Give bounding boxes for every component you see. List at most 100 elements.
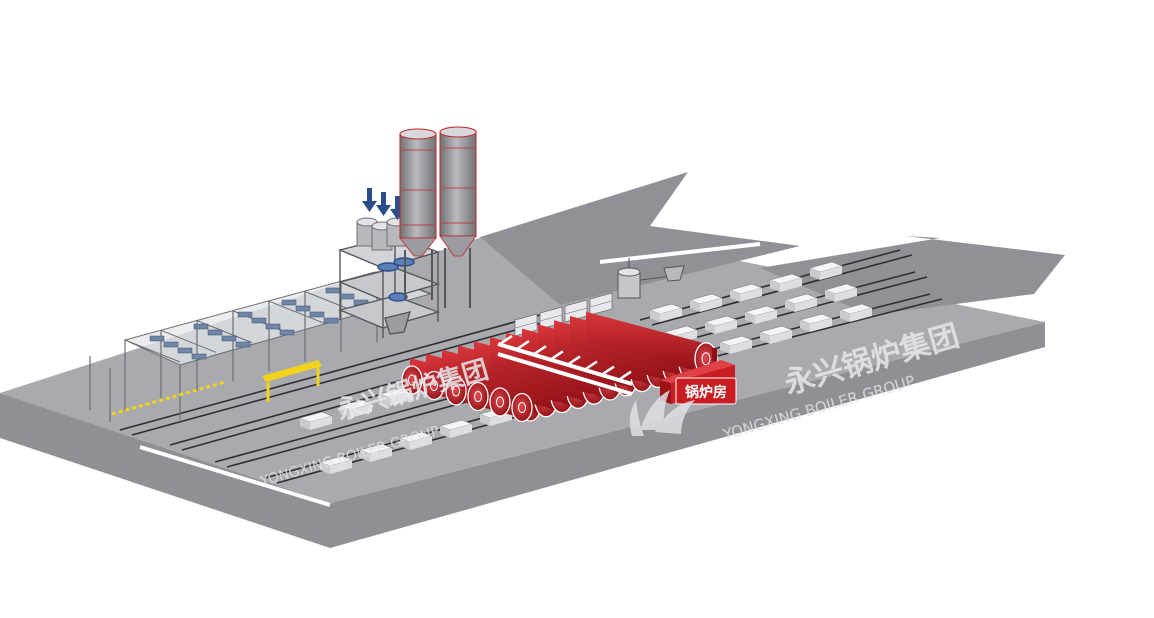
batching-tower (337, 235, 441, 338)
autoclave-body (586, 311, 706, 374)
rail (131, 319, 553, 436)
mold (339, 293, 355, 300)
mold (323, 317, 339, 324)
door-ring (452, 385, 460, 397)
block-cart (759, 325, 793, 344)
cart-front (370, 448, 392, 462)
cart-front (390, 392, 412, 406)
autoclave-door-ring (701, 352, 711, 366)
mold (149, 335, 165, 342)
transfer-rung (618, 370, 632, 381)
cart-side (650, 310, 660, 322)
autoclave-front-door (423, 370, 445, 401)
mold (265, 323, 281, 330)
cart-side (320, 462, 330, 474)
cart-side (800, 320, 810, 332)
cart-side (480, 414, 490, 426)
cart-side (380, 394, 390, 406)
floor-front-face-right (330, 322, 1045, 548)
cement-silos (399, 126, 477, 308)
mold (279, 329, 295, 336)
gantry-crane (262, 360, 322, 402)
cart-side (720, 342, 730, 354)
guide-line (111, 380, 226, 416)
cart-front (850, 308, 872, 322)
door-shell (401, 365, 423, 395)
mold (295, 305, 311, 312)
mold (193, 323, 209, 330)
door-ring (518, 402, 526, 413)
transfer-frame (497, 334, 633, 396)
canopy-rib (124, 339, 181, 363)
cart-side (340, 406, 350, 418)
cart-front (490, 412, 512, 426)
block-cart (359, 443, 393, 462)
canopy-rib (268, 300, 325, 324)
cart-side (745, 312, 755, 324)
crane-beam (262, 360, 322, 382)
transfer-rung (499, 334, 513, 346)
mold (163, 341, 179, 348)
mold (191, 353, 207, 360)
block-cart (729, 283, 763, 302)
green-body-racks (514, 292, 613, 337)
block-cart (439, 419, 473, 438)
cart-side (400, 438, 410, 450)
door-shell (511, 392, 533, 423)
door-ring (474, 391, 482, 402)
transfer-rung (601, 365, 615, 376)
mold (235, 341, 251, 348)
lane-stripe-back (599, 242, 761, 264)
block-cart (649, 303, 683, 322)
mold (177, 347, 193, 354)
cart-side (730, 290, 740, 302)
cart-side (825, 290, 835, 302)
cutting-line-frame (89, 271, 433, 422)
block-cart (689, 293, 723, 312)
autoclave-front-door (467, 381, 489, 412)
block-cart (379, 387, 413, 406)
boiler-room-roof (660, 360, 735, 383)
arrow-down-icon (362, 188, 377, 212)
cart-side (770, 280, 780, 292)
door-shell (445, 376, 467, 406)
cart-front (770, 330, 792, 344)
cart-front (730, 340, 752, 354)
cart-side (440, 426, 450, 438)
canopy-rib (160, 329, 217, 353)
cart-front (330, 460, 352, 474)
cart-side (300, 418, 310, 430)
cart-front (835, 288, 857, 302)
rack-shelf (589, 300, 613, 308)
cart-front (715, 320, 737, 334)
yongxing-leaf-logo (629, 390, 695, 436)
block-cart (719, 335, 753, 354)
cart-side (785, 300, 795, 312)
mold (221, 335, 237, 342)
cart-front (810, 318, 832, 332)
mold (281, 299, 297, 306)
block-cart (784, 293, 818, 312)
boiler-chimney (712, 348, 717, 361)
block-cart (299, 411, 333, 430)
rack-shelf (539, 314, 563, 322)
block-cart (319, 455, 353, 474)
transfer-rung (550, 350, 564, 361)
rack-shelf (514, 321, 538, 329)
cart-front (350, 404, 372, 418)
cart-front (820, 266, 842, 280)
autoclave-front-door (489, 387, 511, 417)
mold (207, 329, 223, 336)
block-cart (799, 313, 833, 332)
cart-front (740, 288, 762, 302)
block-cart (809, 261, 843, 280)
mixer-tank (388, 292, 408, 302)
rail (119, 314, 541, 431)
cart-side (705, 322, 715, 334)
boiler-room-sign (675, 377, 737, 405)
block-cart (839, 303, 873, 322)
cart-front (450, 424, 472, 438)
rack-shelf (564, 307, 588, 315)
mixer-tank (377, 262, 399, 272)
boiler-room: 锅炉房 (660, 348, 737, 405)
